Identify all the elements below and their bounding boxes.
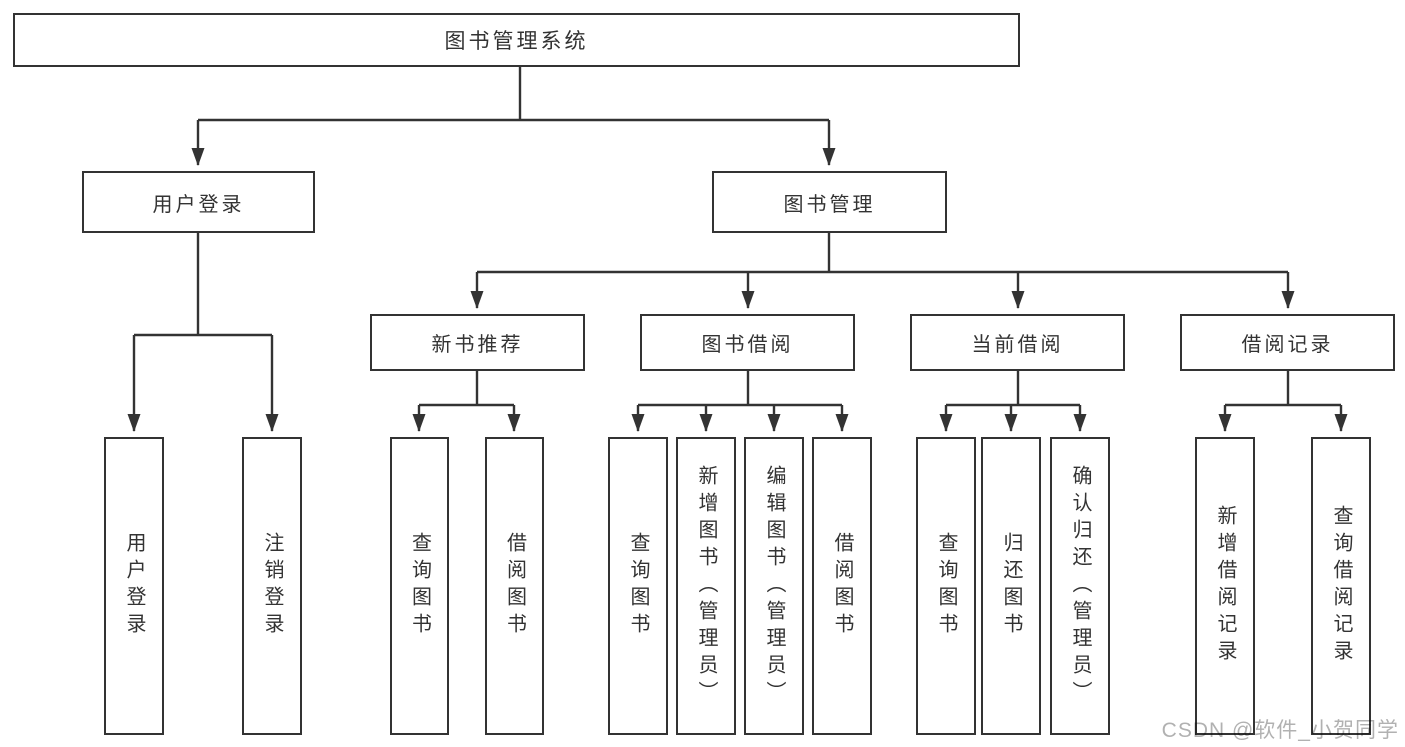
leaf-logout: 注销登录 <box>242 437 302 735</box>
node-label: 新书推荐 <box>431 334 524 356</box>
leaf-records-add-record: 新增借阅记录 <box>1195 437 1255 735</box>
connector-borrow-to-leaves <box>631 371 849 432</box>
leaf-borrow-query-books: 查询图书 <box>608 437 668 735</box>
connector-book-mgmt-to-level3 <box>470 233 1295 309</box>
leaf-borrow-edit-books-admin: 编辑图书（管理员） <box>744 437 804 735</box>
connector-current-to-leaves <box>939 371 1087 432</box>
leaf-recommend-borrow-books: 借阅图书 <box>485 437 544 735</box>
node-label: 图书借阅 <box>701 334 794 356</box>
leaf-borrow-borrow-books: 借阅图书 <box>812 437 872 735</box>
node-book-management: 图书管理 <box>712 171 947 233</box>
node-label: 确认归还（管理员） <box>1069 464 1091 708</box>
leaf-borrow-add-books-admin: 新增图书（管理员） <box>676 437 736 735</box>
node-root-book-management-system: 图书管理系统 <box>13 13 1020 67</box>
node-label: 新增借阅记录 <box>1214 505 1236 667</box>
node-label: 查询图书 <box>408 532 431 640</box>
node-label: 借阅图书 <box>831 532 853 640</box>
node-borrow-records: 借阅记录 <box>1180 314 1395 371</box>
node-label: 图书管理 <box>783 193 876 216</box>
node-label: 用户登录 <box>123 532 145 640</box>
node-book-borrow: 图书借阅 <box>640 314 855 371</box>
node-user-login: 用户登录 <box>82 171 315 233</box>
node-label: 编辑图书（管理员） <box>763 464 785 708</box>
node-label: 查询图书 <box>935 532 957 640</box>
leaf-current-return-books: 归还图书 <box>981 437 1041 735</box>
node-label: 借阅记录 <box>1241 334 1334 356</box>
node-label: 用户登录 <box>152 193 245 216</box>
connector-user-login-to-leaves <box>127 233 279 432</box>
node-label: 新增图书（管理员） <box>695 464 717 708</box>
connector-root-to-level2 <box>191 67 836 166</box>
node-label: 图书管理系统 <box>444 30 589 53</box>
connector-recommend-to-leaves <box>412 371 521 432</box>
csdn-watermark: CSDN @软件_小贺同学 <box>1161 719 1399 742</box>
node-new-book-recommend: 新书推荐 <box>370 314 585 371</box>
node-current-borrow: 当前借阅 <box>910 314 1125 371</box>
node-label: 归还图书 <box>1000 532 1022 640</box>
node-label: 当前借阅 <box>971 334 1064 356</box>
leaf-current-confirm-return-admin: 确认归还（管理员） <box>1050 437 1110 735</box>
leaf-current-query-books: 查询图书 <box>916 437 976 735</box>
node-label: 注销登录 <box>261 532 283 640</box>
leaf-records-query-record: 查询借阅记录 <box>1311 437 1371 735</box>
connector-records-to-leaves <box>1218 371 1348 432</box>
leaf-recommend-query-books: 查询图书 <box>390 437 449 735</box>
node-label: 借阅图书 <box>503 532 526 640</box>
node-label: 查询图书 <box>627 532 649 640</box>
leaf-user-login: 用户登录 <box>104 437 164 735</box>
node-label: 查询借阅记录 <box>1330 505 1352 667</box>
